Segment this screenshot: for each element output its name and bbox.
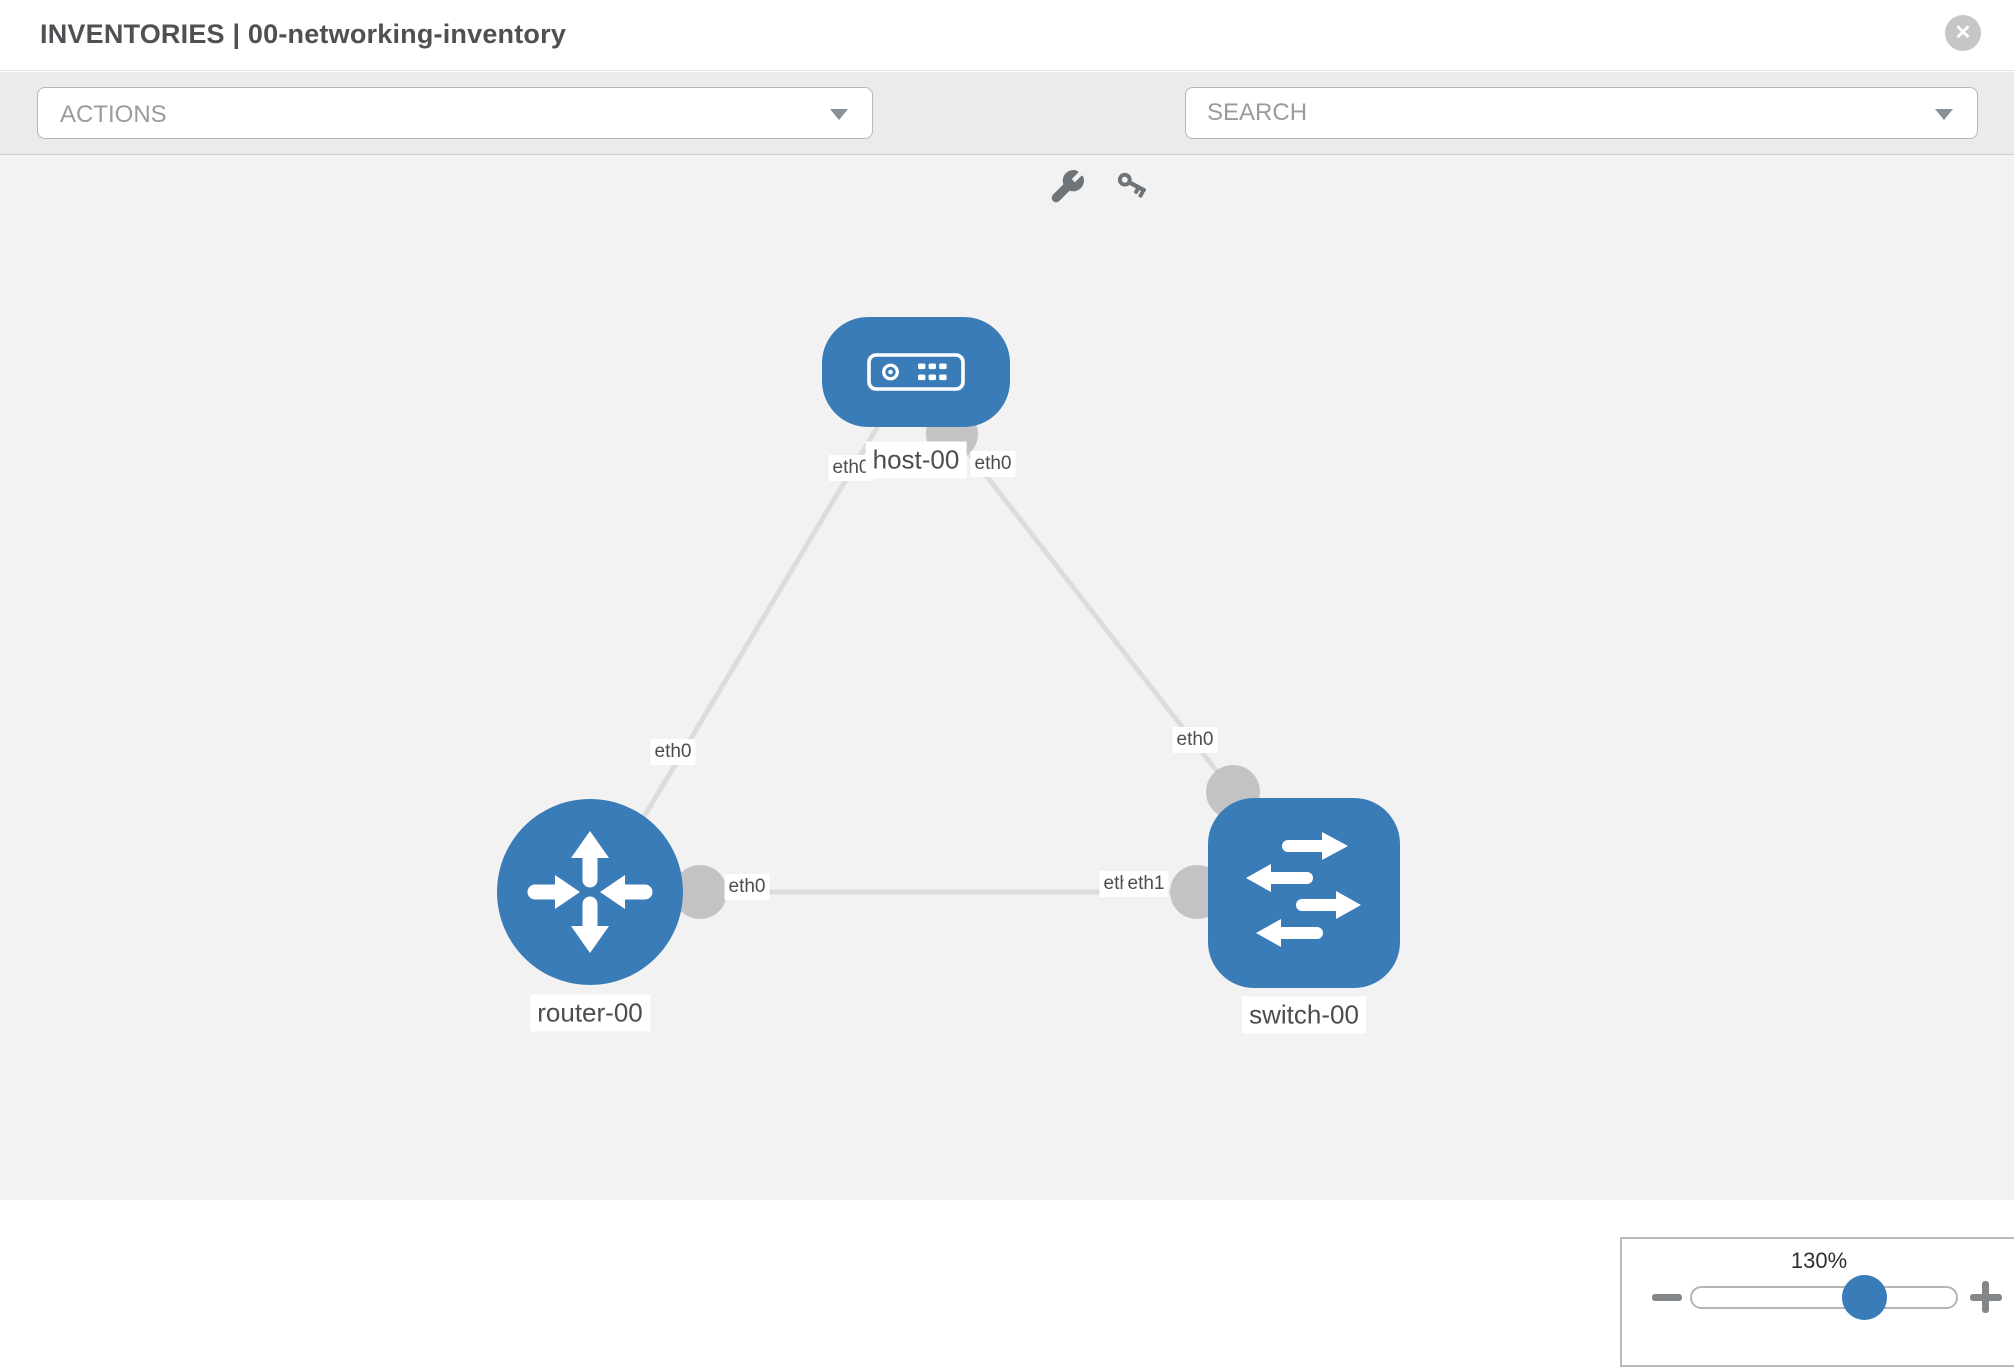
zoom-slider-knob[interactable] — [1842, 1275, 1887, 1320]
zoom-slider-track[interactable] — [1690, 1286, 1958, 1309]
node-router[interactable] — [497, 799, 683, 985]
close-icon[interactable]: ✕ — [1945, 15, 1981, 51]
search-dropdown — [1185, 87, 1978, 139]
node-host[interactable] — [822, 317, 1010, 427]
interface-label: eth0 — [650, 739, 696, 765]
actions-dropdown-label: ACTIONS — [60, 101, 167, 128]
host-device-icon — [867, 353, 965, 391]
interface-label: eth1 — [1123, 871, 1169, 897]
header-bar: INVENTORIES | 00-networking-inventory ✕ — [0, 0, 2014, 71]
zoom-in-icon[interactable] — [1969, 1280, 2003, 1314]
close-x-glyph: ✕ — [1954, 22, 1972, 44]
interface-dot-router[interactable] — [673, 865, 727, 919]
node-label-host: host-00 — [865, 441, 967, 479]
plus-vertical-bar — [1982, 1281, 1989, 1313]
zoom-control-panel: 130% — [1620, 1237, 2014, 1367]
interface-label: eth0 — [1172, 727, 1218, 753]
zoom-level-value: 130% — [1790, 1248, 1848, 1273]
zoom-out-icon[interactable] — [1652, 1294, 1682, 1301]
node-label-router: router-00 — [530, 994, 650, 1032]
topology-graph — [497, 317, 1400, 988]
toolbar: ACTIONS — [0, 72, 2014, 203]
key-glyph — [1117, 172, 1146, 198]
key-icon[interactable] — [1116, 169, 1154, 207]
interface-label: eth0 — [970, 451, 1016, 477]
chevron-down-icon — [1935, 109, 1953, 120]
chevron-down-icon — [830, 109, 848, 120]
interface-label: eth0 — [724, 874, 770, 900]
search-input[interactable] — [1186, 88, 1977, 138]
router-arrows-icon — [527, 831, 653, 953]
topology-canvas[interactable]: eth0 eth0 eth0 eth0 eth0 eth1 eth0 host-… — [0, 155, 2014, 1367]
page-title: INVENTORIES | 00-networking-inventory — [40, 19, 567, 49]
wrench-icon[interactable] — [1048, 168, 1086, 206]
switch-arrows-icon — [1246, 832, 1361, 947]
node-label-switch: switch-00 — [1242, 996, 1366, 1034]
actions-dropdown[interactable]: ACTIONS — [37, 87, 873, 139]
node-switch[interactable] — [1208, 798, 1400, 988]
wrench-glyph — [1051, 170, 1084, 203]
